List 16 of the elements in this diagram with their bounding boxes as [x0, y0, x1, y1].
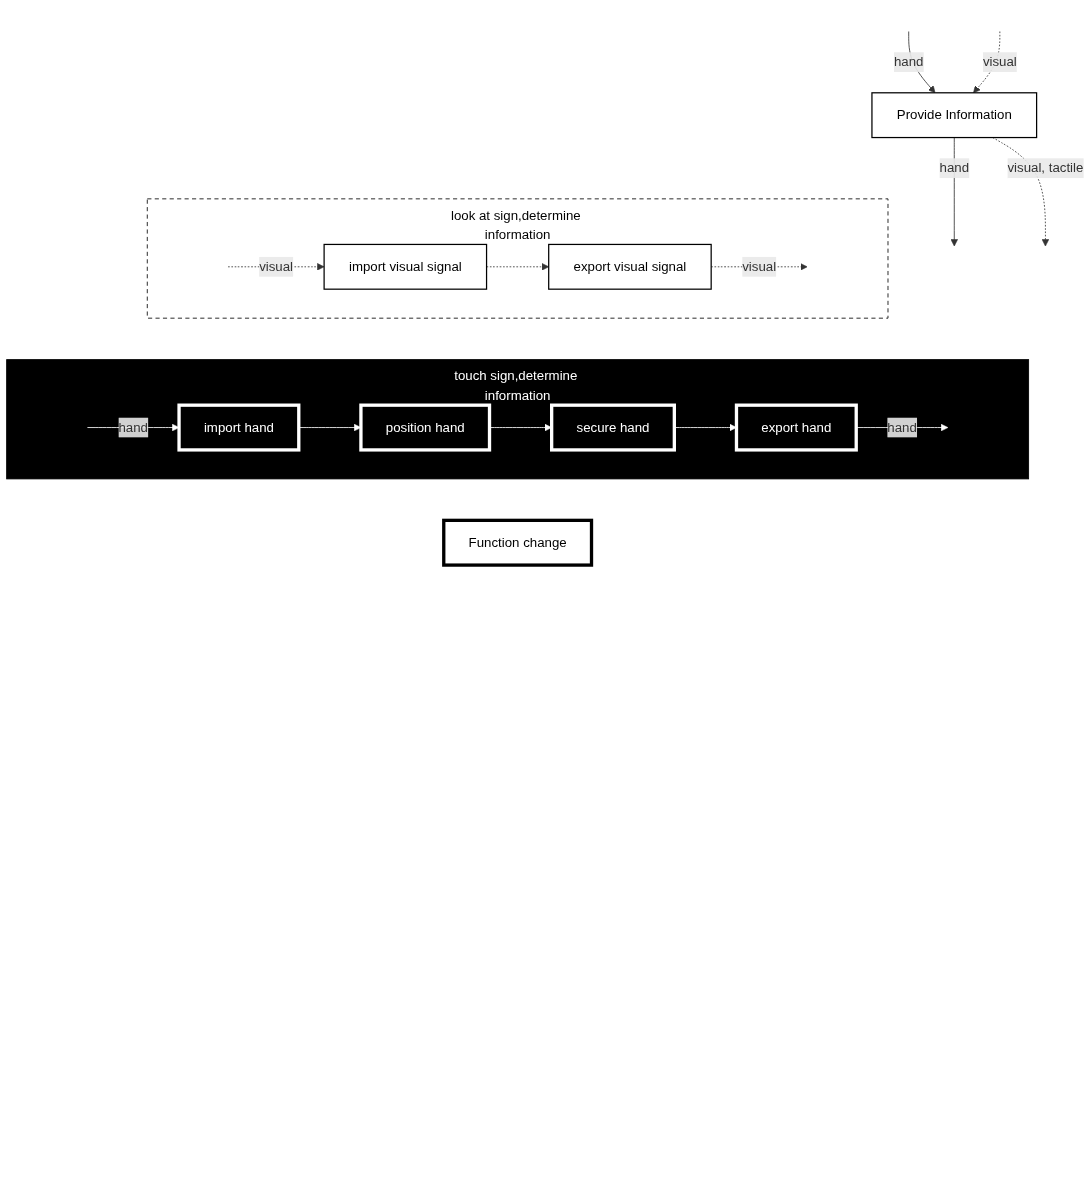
edge-label: visual — [259, 259, 294, 274]
node-box: import hand — [177, 403, 301, 452]
node-box: import visual signal — [323, 243, 488, 290]
edge-label: visual — [742, 259, 777, 274]
node-box: position hand — [359, 403, 492, 452]
edge-label: visual — [982, 54, 1017, 69]
node-box: Function change — [442, 518, 594, 567]
edge-label: hand — [118, 420, 148, 435]
node-box: secure hand — [550, 403, 676, 452]
edge-label: hand — [893, 54, 924, 69]
edge-label: hand — [887, 420, 917, 435]
edge-label: hand — [939, 160, 970, 175]
node-box: export visual signal — [548, 243, 712, 290]
node-box: Provide Information — [871, 92, 1038, 139]
edge-label: visual, tactile — [1007, 160, 1084, 175]
node-box: export hand — [734, 403, 858, 452]
